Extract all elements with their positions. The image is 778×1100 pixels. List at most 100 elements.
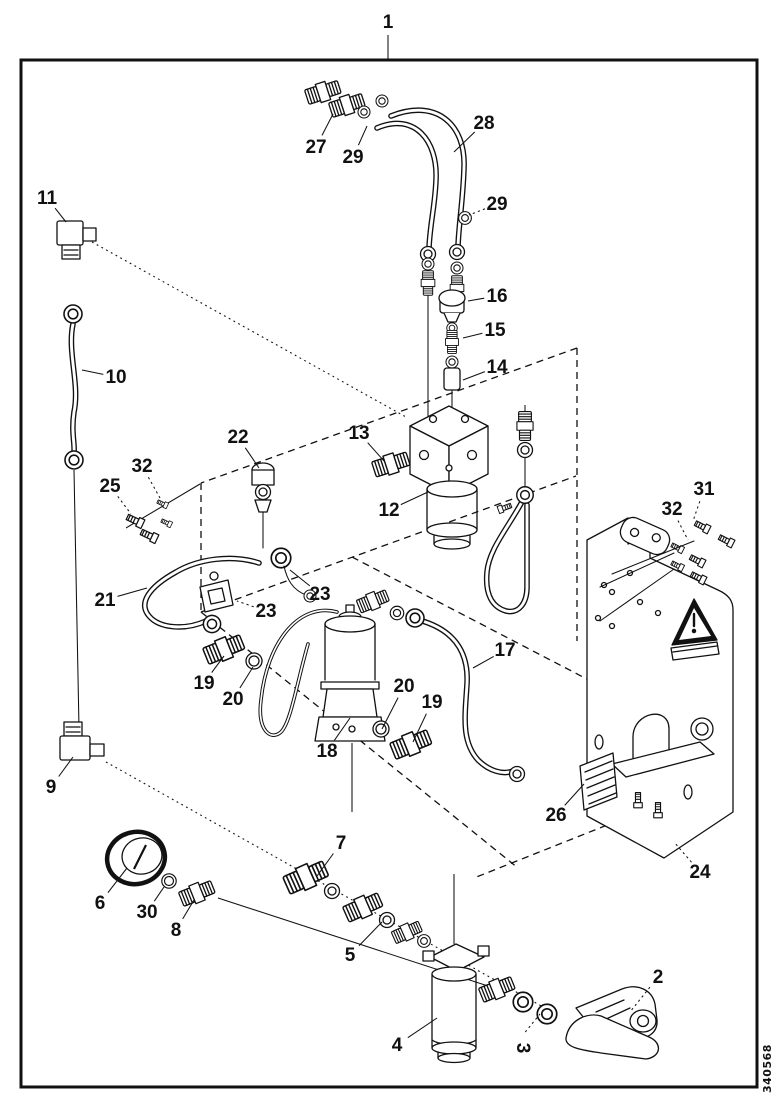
leader-line bbox=[316, 853, 334, 877]
callout-9: 9 bbox=[46, 777, 57, 798]
leader-line bbox=[182, 899, 195, 920]
callout-29: 29 bbox=[486, 194, 507, 215]
callout-8: 8 bbox=[171, 920, 182, 941]
elbow-fitting-11 bbox=[56, 220, 97, 260]
leader-line bbox=[236, 600, 254, 608]
pressure-gauge-6 bbox=[104, 829, 168, 887]
leader-line bbox=[468, 208, 486, 216]
leader-line bbox=[358, 921, 383, 947]
solenoid-valve-18 bbox=[258, 604, 386, 812]
grommet bbox=[690, 717, 714, 741]
fitting-19-right bbox=[388, 725, 434, 763]
panel-tab bbox=[619, 516, 671, 556]
leader-line bbox=[677, 520, 689, 541]
leader-line bbox=[244, 447, 260, 469]
screws-25-32-left bbox=[124, 498, 174, 545]
clamp-23 bbox=[199, 571, 234, 613]
callout-12: 12 bbox=[378, 500, 399, 521]
leader-line bbox=[467, 297, 485, 302]
leader-line bbox=[400, 491, 429, 506]
leader-line bbox=[239, 666, 254, 689]
leader-line bbox=[357, 125, 368, 146]
callout-28: 28 bbox=[473, 113, 494, 134]
leader-line bbox=[211, 655, 225, 673]
leader-line bbox=[289, 569, 311, 587]
callout-26: 26 bbox=[545, 805, 566, 826]
callout-16: 16 bbox=[486, 286, 507, 307]
fitting-8 bbox=[177, 877, 217, 909]
callout-20: 20 bbox=[393, 676, 414, 697]
leader-line bbox=[333, 717, 351, 741]
filter-assembly-4 bbox=[422, 943, 490, 1064]
fitting-stack-left bbox=[419, 245, 437, 419]
coupler-16 bbox=[438, 289, 466, 323]
leader-line bbox=[412, 713, 427, 743]
callout-32: 32 bbox=[131, 456, 152, 477]
doc-number: 340568 bbox=[761, 1044, 774, 1093]
callout-14: 14 bbox=[486, 357, 508, 378]
coupling-nut-23 bbox=[270, 547, 317, 603]
leader-line bbox=[692, 501, 701, 522]
fitting-chain-5 bbox=[340, 889, 431, 948]
leader-line bbox=[462, 371, 486, 381]
leader-line bbox=[381, 697, 399, 730]
callout-15: 15 bbox=[484, 320, 506, 341]
leader-line bbox=[524, 1013, 541, 1033]
callout-18: 18 bbox=[316, 741, 337, 762]
callout-21: 21 bbox=[94, 590, 116, 611]
callout-29: 29 bbox=[342, 147, 363, 168]
callout-31: 31 bbox=[693, 479, 715, 500]
callout-4: 4 bbox=[392, 1035, 403, 1056]
leader-line bbox=[673, 841, 692, 863]
panel-screws-31-32 bbox=[599, 518, 736, 622]
leader-line bbox=[462, 332, 483, 339]
callout-24: 24 bbox=[689, 862, 711, 883]
leader-line bbox=[321, 113, 334, 136]
tube-21 bbox=[142, 555, 262, 636]
leader-line bbox=[472, 655, 494, 669]
callout-6: 6 bbox=[95, 893, 106, 914]
tube-17 bbox=[355, 586, 526, 783]
mount-panel-24 bbox=[579, 516, 736, 859]
callout-20: 20 bbox=[222, 689, 243, 710]
callout-25: 25 bbox=[99, 476, 121, 497]
ring-30 bbox=[161, 873, 177, 889]
elbow-fitting-9 bbox=[59, 721, 105, 761]
hose-pair-28 bbox=[374, 107, 467, 251]
leader-line bbox=[564, 783, 585, 806]
leader-line bbox=[81, 369, 104, 375]
callout-23: 23 bbox=[255, 601, 276, 622]
callout-11: 11 bbox=[37, 188, 58, 209]
leader-line bbox=[453, 131, 476, 153]
drawing-border bbox=[19, 58, 759, 1089]
leader-line bbox=[117, 587, 148, 597]
fittings-3 bbox=[477, 973, 558, 1025]
callout-1: 1 bbox=[383, 12, 394, 33]
callout-32: 32 bbox=[661, 499, 682, 520]
callout-19: 19 bbox=[193, 673, 214, 694]
leader-line bbox=[407, 1017, 438, 1039]
leader-line bbox=[153, 886, 165, 902]
callout-13: 13 bbox=[348, 423, 369, 444]
callout-10: 10 bbox=[105, 367, 126, 388]
leader-line bbox=[107, 867, 128, 894]
panel-bracket bbox=[611, 713, 715, 819]
warning-triangle-icon bbox=[670, 598, 720, 661]
leader-line bbox=[54, 207, 67, 223]
leader-line bbox=[117, 496, 132, 515]
manifold-block-12 bbox=[409, 405, 489, 550]
mini-hose-assembly bbox=[483, 405, 534, 615]
fitting-15 bbox=[445, 322, 459, 355]
tube-10 bbox=[63, 304, 84, 729]
caution-label-26 bbox=[579, 752, 618, 811]
callout-7: 7 bbox=[336, 833, 347, 854]
oring-20-left bbox=[245, 652, 263, 670]
callout-17: 17 bbox=[494, 640, 515, 661]
fitting-19-left bbox=[201, 630, 247, 668]
oring-20-right bbox=[372, 720, 390, 738]
callout-5: 5 bbox=[345, 945, 356, 966]
hose-fittings-27 bbox=[303, 77, 367, 120]
fitting-chain-7 bbox=[280, 856, 341, 900]
